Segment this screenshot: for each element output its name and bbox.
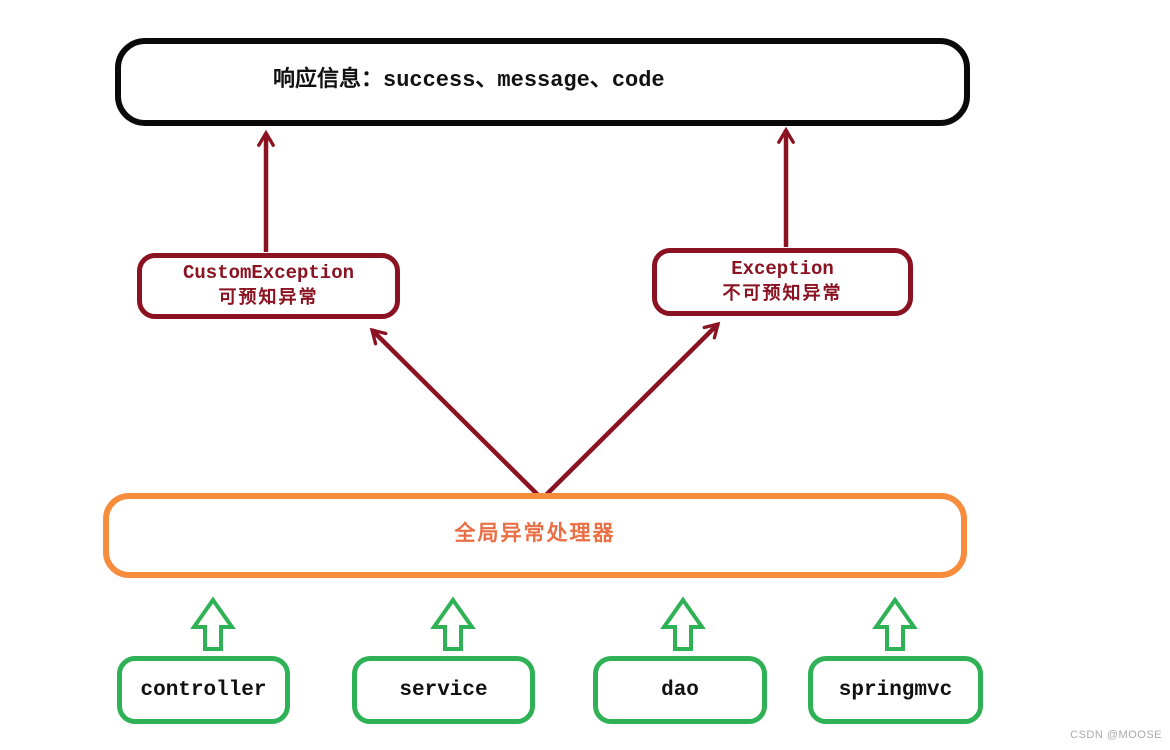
response-info-box: 响应信息：success、message、code: [115, 38, 970, 126]
exception-box: Exception 不可预知异常: [652, 248, 913, 316]
up-arrow-springmvc: [872, 596, 918, 651]
response-info-label: 响应信息：success、message、code: [273, 68, 665, 93]
springmvc-label: springmvc: [838, 678, 953, 702]
global-exception-handler-label: 全局异常处理器: [454, 521, 616, 545]
up-arrow-controller: [190, 596, 236, 651]
global-exception-handler-box: 全局异常处理器: [103, 493, 967, 578]
controller-label: controller: [140, 678, 267, 702]
arrow-handler-to-exception: [542, 321, 721, 499]
springmvc-box: springmvc: [808, 656, 983, 724]
service-label: service: [399, 678, 488, 702]
custom-exception-box: CustomException 可预知异常: [137, 253, 400, 319]
custom-exception-subtitle: 可预知异常: [218, 286, 319, 307]
watermark: CSDN @MOOSE: [1070, 729, 1162, 741]
exception-subtitle: 不可预知异常: [722, 282, 843, 303]
up-arrow-service: [430, 596, 476, 651]
arrow-handler-to-customexception: [369, 327, 542, 499]
controller-box: controller: [117, 656, 290, 724]
exception-title: Exception: [731, 257, 834, 280]
dao-label: dao: [661, 678, 699, 702]
custom-exception-title: CustomException: [182, 261, 355, 284]
service-box: service: [352, 656, 535, 724]
up-arrow-dao: [660, 596, 706, 651]
dao-box: dao: [593, 656, 767, 724]
